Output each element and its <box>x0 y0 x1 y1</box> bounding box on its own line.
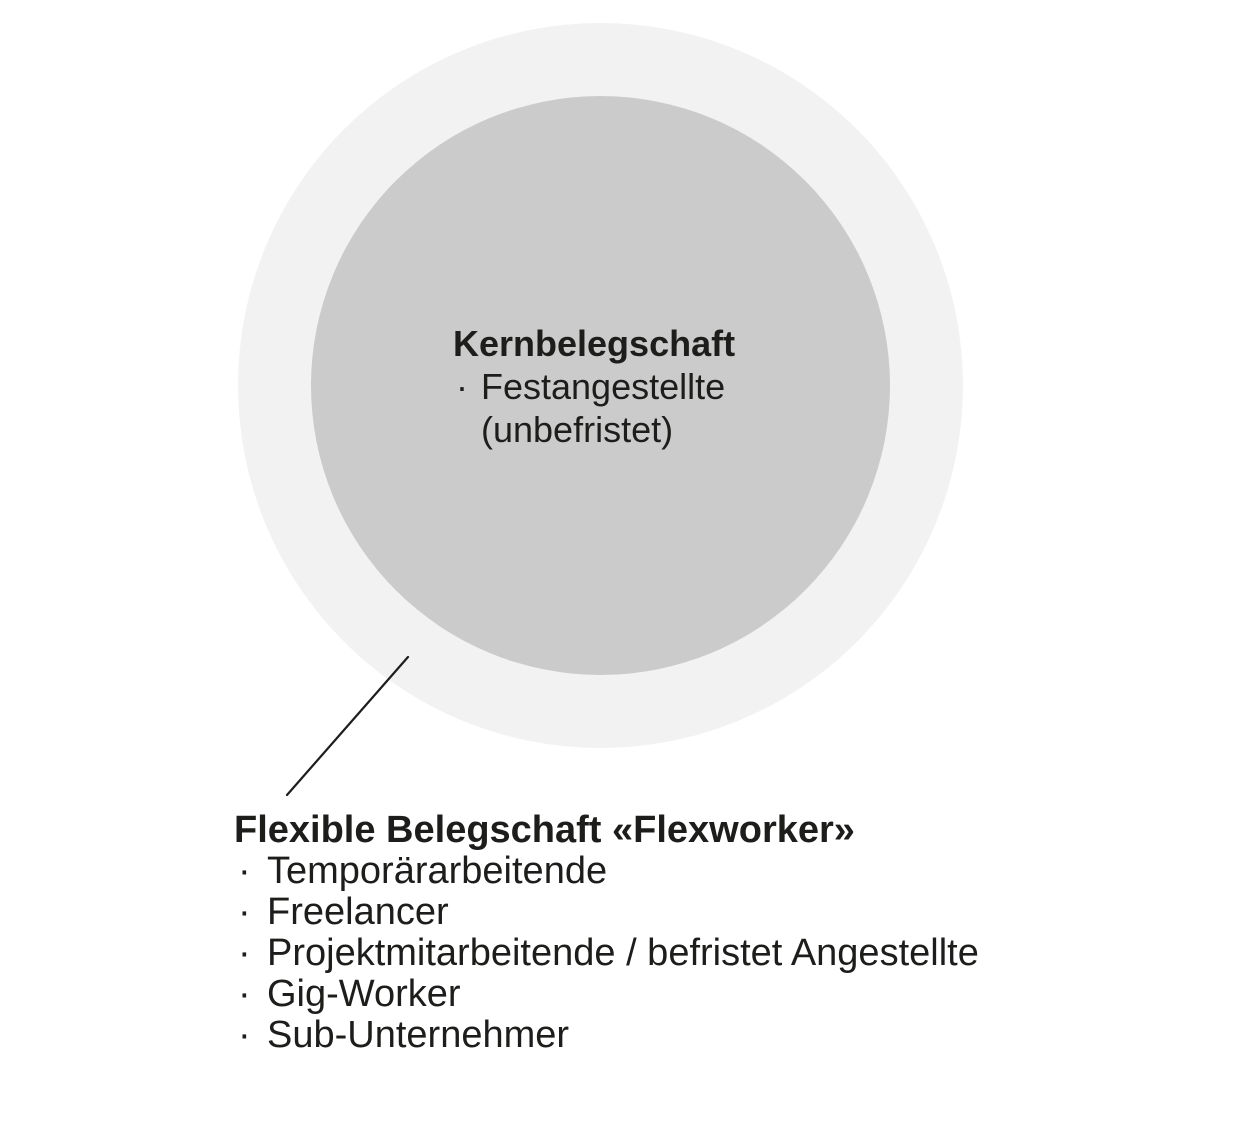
list-item: · Sub-Unternehmer <box>234 1015 979 1056</box>
bullet-dot: · <box>238 891 251 933</box>
list-item-text: (unbefristet) <box>481 409 674 450</box>
list-item-text: Projektmitarbeitende / befristet Angeste… <box>267 932 979 974</box>
flexible-workforce-list: · Temporärarbeitende · Freelancer · Projektmi… <box>234 851 979 1056</box>
bullet-dot: · <box>238 850 251 892</box>
core-workforce-label-block: Kernbelegschaft · Festangestellte(unbefri… <box>453 322 735 451</box>
bullet-dot: · <box>238 932 251 974</box>
flexible-workforce-title: Flexible Belegschaft «Flexworker» <box>234 809 855 851</box>
bullet-dot: · <box>238 973 251 1015</box>
list-item: · Festangestellte <box>453 365 735 408</box>
list-item: · Gig-Worker <box>234 974 979 1015</box>
list-item: · Freelancer <box>234 892 979 933</box>
core-workforce-list: · Festangestellte(unbefristet) <box>453 365 735 451</box>
bullet-dot: · <box>238 1014 251 1056</box>
list-item-text: Sub-Unternehmer <box>267 1014 570 1056</box>
list-item: · Temporärarbeitende <box>234 851 979 892</box>
bullet-dot <box>453 408 481 451</box>
list-item: (unbefristet) <box>453 408 735 451</box>
flexible-workforce-label-block: Flexible Belegschaft «Flexworker» · Tempo… <box>234 810 979 1056</box>
list-item: · Projektmitarbeitende / befristet Angest… <box>234 933 979 974</box>
list-item-text: Temporärarbeitende <box>267 850 608 892</box>
core-workforce-title: Kernbelegschaft <box>453 323 736 364</box>
inner-circle-core-workforce <box>311 96 890 675</box>
pointer-line <box>285 655 410 797</box>
list-item-text: Festangestellte <box>481 366 726 407</box>
list-item-text: Gig-Worker <box>267 973 461 1015</box>
bullet-dot: · <box>456 366 468 407</box>
list-item-text: Freelancer <box>267 891 449 933</box>
